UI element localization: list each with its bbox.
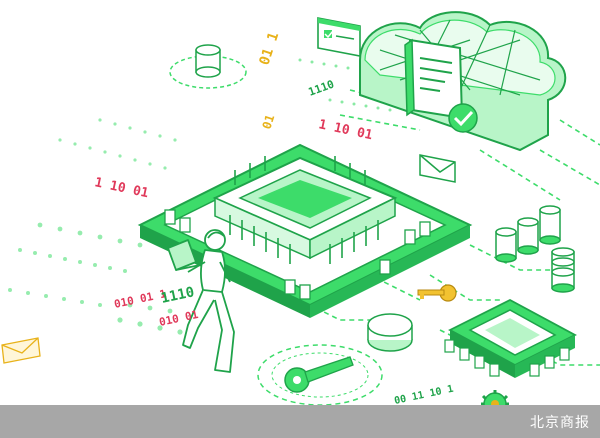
gear-icon bbox=[481, 390, 509, 405]
checkmark-badge-icon bbox=[448, 103, 478, 133]
binary-label-red-top: 1 10 01 bbox=[317, 117, 374, 143]
binary-label-cloud-left: 1110 bbox=[307, 78, 336, 99]
envelope-icon bbox=[419, 154, 456, 183]
envelope-small-icon bbox=[1, 337, 41, 364]
document-icon bbox=[404, 38, 464, 120]
person-with-laptop bbox=[167, 229, 235, 373]
cylinder-stack bbox=[495, 205, 575, 293]
binary-label-mid: 01 bbox=[260, 113, 278, 131]
checklist-window-icon bbox=[317, 17, 361, 57]
yellow-key-icon bbox=[417, 284, 457, 302]
green-key-icon bbox=[257, 344, 383, 405]
binary-label-lower-left-b: 1110 bbox=[160, 284, 196, 307]
round-button bbox=[367, 313, 413, 352]
binary-label-bottom: 00 11 10 1 bbox=[393, 384, 454, 405]
processor-board bbox=[137, 143, 473, 318]
footer-band bbox=[0, 405, 600, 438]
watermark-text: 北京商报 bbox=[530, 415, 590, 431]
isometric-tech-illustration: 01 1 1110 01 1 10 01 1 10 01 010 01 1 11… bbox=[1, 11, 600, 405]
binary-label-top-right: 01 1 bbox=[257, 30, 283, 67]
binary-label-red-left: 1 10 01 bbox=[93, 175, 150, 201]
dotted-streams bbox=[8, 58, 392, 335]
database-gear-icon bbox=[169, 44, 247, 89]
small-chip bbox=[444, 298, 577, 378]
